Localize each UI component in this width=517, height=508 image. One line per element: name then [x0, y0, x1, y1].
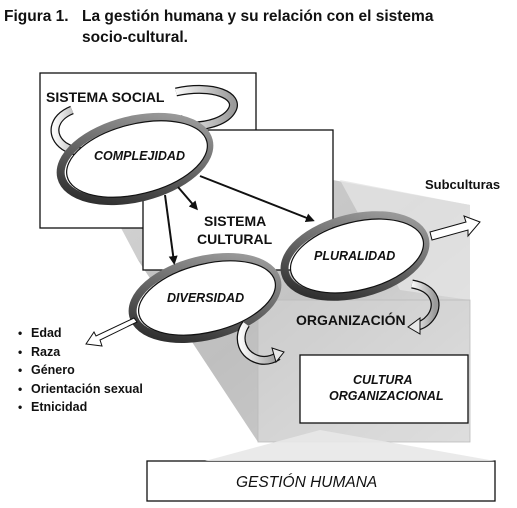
pluralidad-label: PLURALIDAD: [314, 249, 395, 263]
bullet-icon: •: [18, 344, 23, 359]
sistema-social-label: SISTEMA SOCIAL: [46, 89, 165, 105]
bullet-icon: •: [18, 326, 23, 340]
diversity-list-arrow: [85, 317, 138, 347]
list-item: •Edad: [18, 324, 143, 343]
list-item: •Etnicidad: [18, 398, 143, 417]
figure-number: Figura 1.: [4, 8, 69, 25]
diversity-list: •Edad •Raza •Género •Orientación sexual …: [18, 324, 143, 417]
diversidad-curl-arrow: [236, 321, 285, 365]
pluralidad-curl-arrow: [407, 279, 440, 335]
bullet-icon: •: [18, 381, 23, 396]
figure-title: Figura 1. La gestión humana y su relación…: [4, 6, 514, 48]
gestion-humana-label: GESTIÓN HUMANA: [236, 474, 377, 491]
pluralidad-ellipse: [280, 211, 430, 301]
subculturas-label: Subculturas: [425, 177, 500, 192]
figure-title-line-2: socio-cultural.: [82, 29, 188, 46]
diversidad-ellipse: [128, 253, 282, 343]
organizacion-label: ORGANIZACIÓN: [296, 311, 406, 328]
gestion-upward-shape: [205, 430, 495, 461]
sistema-cultural-label-2: CULTURAL: [197, 231, 273, 247]
list-item: •Orientación sexual: [18, 380, 143, 399]
bullet-icon: •: [18, 363, 23, 377]
cultura-organizacional-box: [299, 354, 469, 424]
complejidad-label: COMPLEJIDAD: [94, 149, 185, 163]
cultura-organizacional-label-1: CULTURA: [353, 373, 412, 387]
bullet-icon: •: [18, 400, 23, 414]
list-item: •Género: [18, 361, 143, 380]
sistema-cultural-label-1: SISTEMA: [204, 213, 266, 229]
cultura-organizacional-label-2: ORGANIZACIONAL: [329, 389, 444, 403]
diversidad-label: DIVERSIDAD: [167, 291, 244, 305]
figure-title-line-1: La gestión humana y su relación con el s…: [82, 8, 434, 25]
arrow-to-pluralidad: [199, 175, 315, 222]
arrow-to-diversidad: [164, 194, 178, 265]
list-item: •Raza: [18, 343, 143, 362]
arrow-to-sistema-cultural: [177, 186, 198, 211]
complejidad-ellipse: [56, 112, 214, 206]
subculturas-arrow: [429, 215, 481, 241]
